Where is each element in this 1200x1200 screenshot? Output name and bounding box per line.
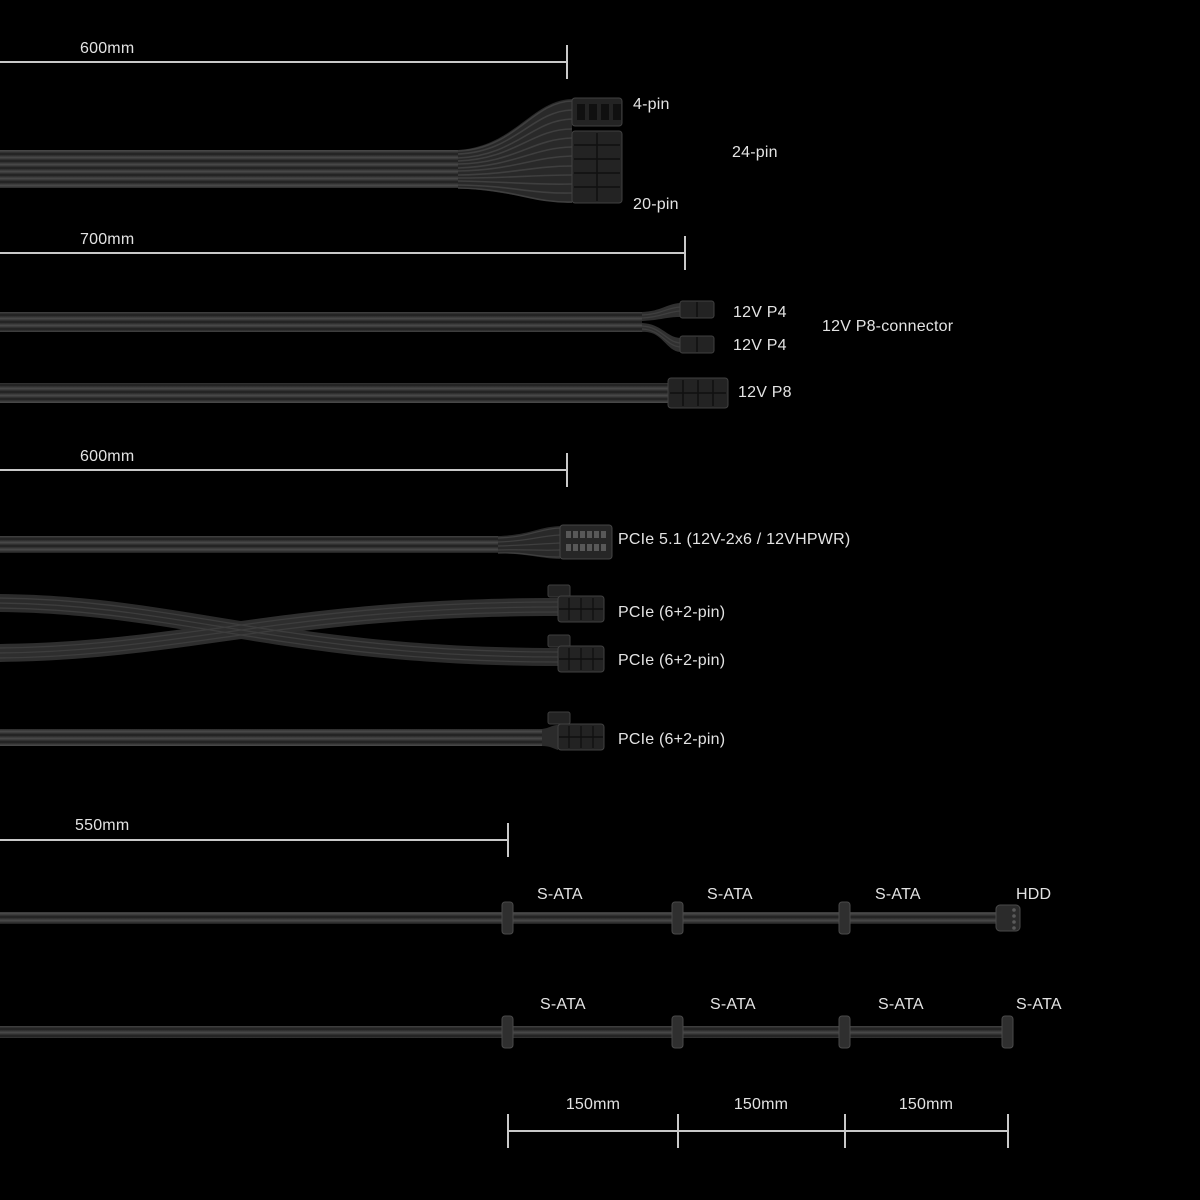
atx-24pin-cable	[0, 97, 623, 204]
pcie5-cable	[0, 524, 613, 560]
connector-12v-p8-group-label: 12V P8-connector	[822, 318, 954, 335]
connector-12v-p8-label: 12V P8	[738, 384, 792, 401]
measurement-pcie-label: 600mm	[80, 448, 135, 465]
measurement-sata-segment-1-label: 150mm	[565, 1096, 621, 1113]
sata-cable-1	[0, 901, 1021, 935]
cpu-p4p4-cable	[0, 300, 715, 354]
connector-sata-r1c2-label: S-ATA	[707, 886, 753, 903]
connector-pcie-3-label: PCIe (6+2-pin)	[618, 731, 726, 748]
connector-pcie-2-label: PCIe (6+2-pin)	[618, 652, 726, 669]
connector-pcie5-label: PCIe 5.1 (12V-2x6 / 12VHPWR)	[618, 531, 851, 548]
connector-pcie-1-label: PCIe (6+2-pin)	[618, 604, 726, 621]
connector-sata-r2c2-label: S-ATA	[710, 996, 756, 1013]
sata-cable-2	[0, 1015, 1014, 1049]
connector-sata-r2c1-label: S-ATA	[540, 996, 586, 1013]
measurement-rulers	[0, 45, 1009, 1148]
measurement-sata-label: 550mm	[75, 817, 130, 834]
connector-sata-r2c3-label: S-ATA	[878, 996, 924, 1013]
connector-24pin-label: 24-pin	[732, 144, 778, 161]
measurement-sata-segment-2-label: 150mm	[733, 1096, 789, 1113]
measurement-atx-label: 600mm	[80, 40, 135, 57]
connector-20pin-label: 20-pin	[633, 196, 679, 213]
pcie-62-cable-3	[0, 711, 605, 751]
connector-4pin-label: 4-pin	[633, 96, 670, 113]
connector-12v-p4-bottom-label: 12V P4	[733, 337, 787, 354]
connector-hdd-label: HDD	[1016, 886, 1052, 903]
measurement-cpu-label: 700mm	[80, 231, 135, 248]
connector-sata-r1c1-label: S-ATA	[537, 886, 583, 903]
pcie-62-cable-pair	[0, 584, 605, 673]
connector-sata-r2c4-label: S-ATA	[1016, 996, 1062, 1013]
cpu-p8-cable	[0, 377, 729, 409]
measurement-sata-segment-3-label: 150mm	[898, 1096, 954, 1113]
connector-12v-p4-top-label: 12V P4	[733, 304, 787, 321]
connector-sata-r1c3-label: S-ATA	[875, 886, 921, 903]
